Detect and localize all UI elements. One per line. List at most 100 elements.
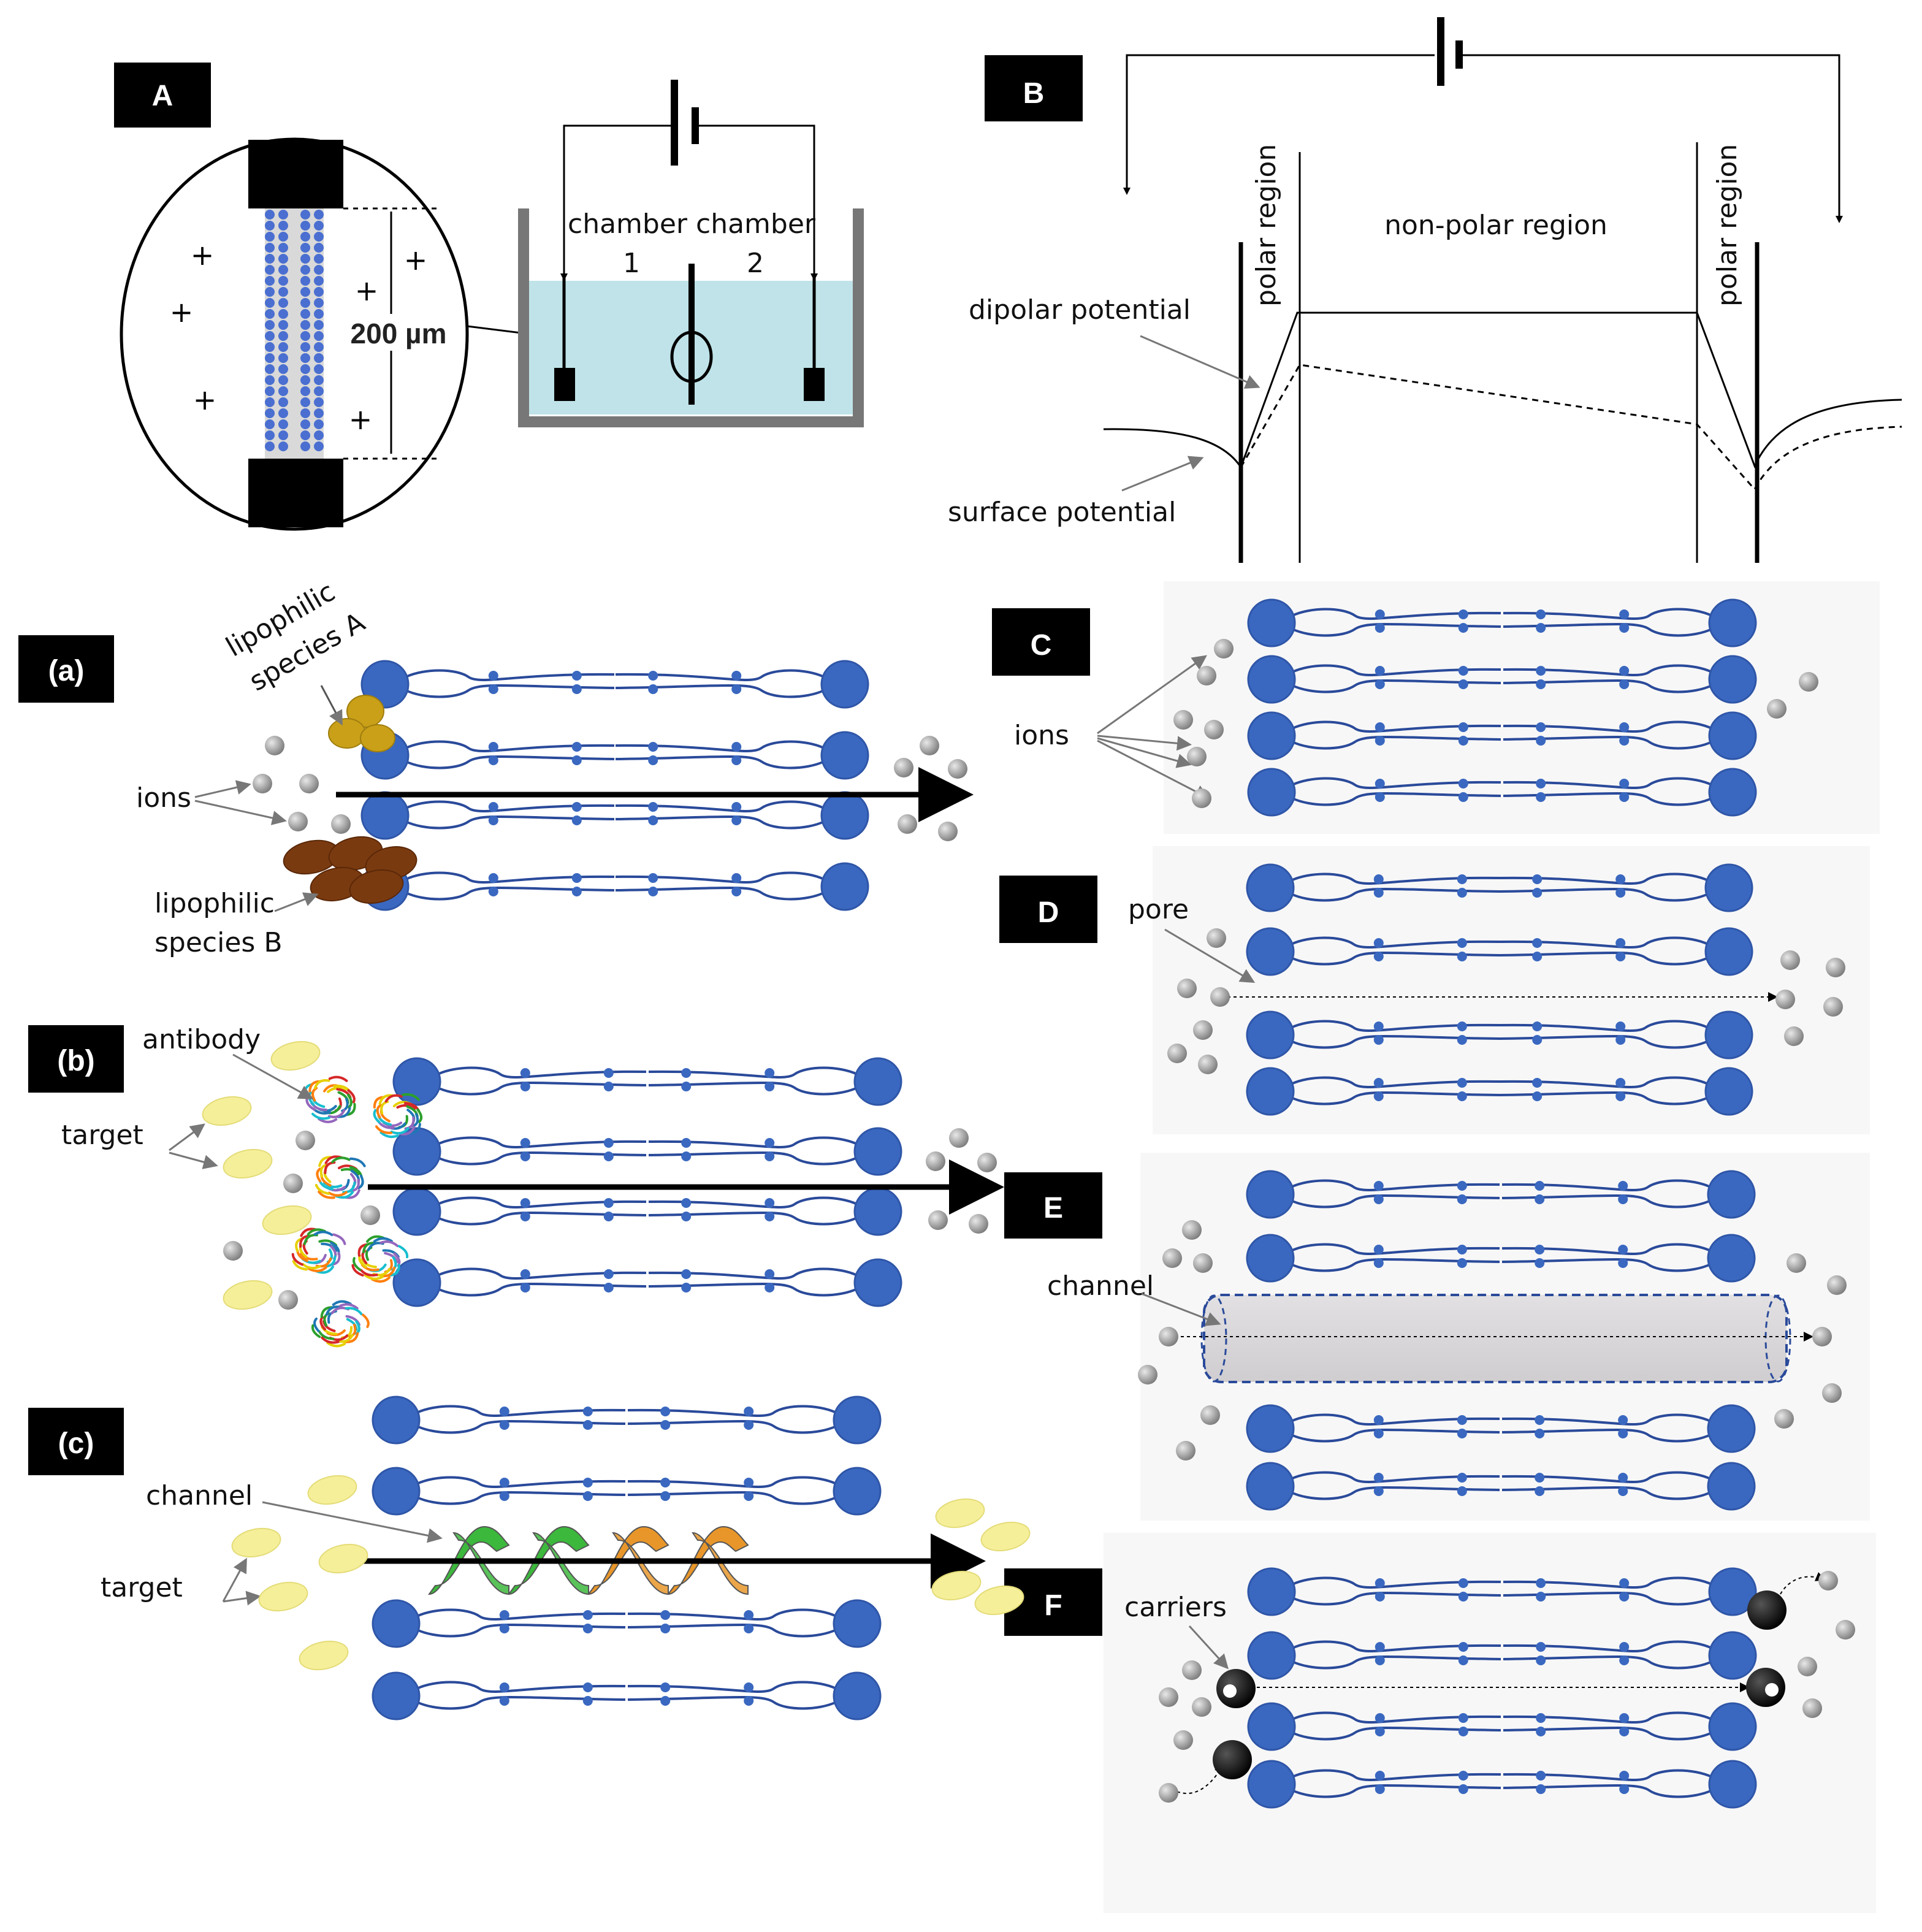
lipid-tail-joint (1536, 1578, 1546, 1588)
lipid-molecule (1499, 1010, 1753, 1060)
lipid-molecule (1501, 1404, 1756, 1453)
lipid-head (853, 1187, 902, 1236)
ion (1826, 958, 1845, 977)
lipid-molecule (360, 731, 615, 780)
carriers-label: carriers (1124, 1592, 1227, 1623)
lipid-tail (437, 1282, 647, 1297)
lipid-tail-joint (681, 1283, 692, 1292)
lipid-tail-joint (571, 755, 582, 765)
lipid-molecule (372, 1599, 626, 1648)
ion (1774, 1409, 1794, 1429)
lipid-molecule (615, 791, 869, 840)
lipid-molecule (1503, 711, 1757, 760)
lipid-head (1707, 1404, 1756, 1453)
total-potential-curve (1103, 311, 1902, 470)
target-pointer (222, 1557, 247, 1602)
lipid-molecule (648, 1258, 902, 1307)
lipid-tail-joint (1457, 1021, 1467, 1031)
target-pointer (223, 1590, 261, 1606)
panel-c: (c) channel target (28, 1408, 986, 1606)
lipid-tail-joint (1375, 609, 1385, 619)
panel-A: A 200 µm + + + + + + cha (114, 63, 864, 531)
plus-charge: + (191, 239, 215, 272)
antibody-strand (299, 1234, 310, 1248)
lipid-molecule (1501, 1462, 1756, 1511)
antibody-strand (349, 1157, 366, 1167)
antibody-strand (371, 1276, 391, 1283)
head-dot (278, 232, 288, 242)
lipid-tail-joint (1373, 952, 1384, 961)
ion (1187, 747, 1207, 766)
antibody-strand (302, 1263, 321, 1270)
lipid-molecule (1247, 1631, 1501, 1680)
plus-charge: + (170, 296, 194, 329)
ion (1818, 1571, 1838, 1590)
lipid-tail (416, 1476, 626, 1488)
lipid-tail-joint (1619, 1655, 1630, 1665)
lipid-tail-joint (1458, 736, 1468, 746)
lipid-tail (1292, 1640, 1501, 1652)
antibody-strand (311, 1112, 330, 1120)
head-dot (314, 243, 324, 253)
ion (283, 1174, 303, 1193)
lipid-tail-joint (603, 1138, 614, 1148)
lipid-tail-joint (603, 1151, 614, 1161)
chamber-2-number: 2 (747, 248, 764, 279)
antibody-strand (359, 1269, 378, 1277)
target-molecule (974, 1585, 1024, 1616)
panel-tag-D-box (999, 876, 1097, 943)
antibody-strand (292, 1260, 308, 1271)
lipid-tail-joint (744, 1624, 754, 1633)
lipid-tail (627, 1623, 837, 1638)
lipid-molecule (648, 1127, 902, 1176)
antibody-strand (341, 1098, 349, 1112)
lipid-tail (1291, 1243, 1500, 1255)
lipid-tail-joint (1373, 1035, 1384, 1045)
lipid-molecule (1247, 598, 1501, 647)
electrode-2 (804, 368, 825, 401)
lipid-tail (1501, 1243, 1711, 1255)
lipid-tail-joint (744, 1696, 754, 1706)
ion (1193, 1020, 1213, 1040)
bilayer (1246, 863, 1753, 1116)
head-dot (265, 221, 275, 231)
lipid-head (1708, 1567, 1757, 1616)
lipid-molecule (1246, 1462, 1500, 1511)
head-dot (300, 419, 310, 429)
lipid-tail-joint (571, 802, 582, 812)
head-dot (278, 419, 288, 429)
lipid-tail-joint (1373, 1091, 1384, 1101)
head-dot (265, 243, 275, 253)
lipid-tail (437, 1081, 647, 1096)
lipid-tail-joint (731, 684, 742, 694)
ion (1159, 1327, 1178, 1346)
lipid-molecule (1503, 598, 1757, 647)
ion (920, 736, 939, 755)
lipid-tail-joint (1532, 1091, 1543, 1101)
lipid-molecule (1499, 927, 1753, 976)
lipid-tail (1292, 1711, 1501, 1724)
lipid-tail-joint (1536, 623, 1546, 633)
bilayer (1247, 598, 1757, 817)
lipid-tail-joint (1375, 1771, 1385, 1781)
lipid-head (1247, 655, 1296, 704)
dipolar-pointer (1140, 335, 1260, 389)
lipid-tail-joint (1373, 1194, 1384, 1204)
lipid-tail-joint (1458, 679, 1468, 689)
lipid-head (1704, 927, 1753, 976)
lipid-tail-joint (1619, 1578, 1630, 1588)
lipid-tail-joint (1615, 1021, 1626, 1031)
ion (360, 1205, 380, 1225)
lipid-tail-joint (1375, 736, 1385, 746)
lipid-tail-joint (1536, 1655, 1546, 1665)
lipid-tail (416, 1491, 626, 1505)
lipid-tail-joint (765, 1269, 775, 1279)
antibody-strand (328, 1075, 348, 1082)
chamber-1-number: 1 (623, 248, 640, 279)
lipid-molecule (372, 1467, 626, 1516)
lipid-tail-joint (520, 1283, 530, 1292)
head-dot (278, 375, 288, 385)
lipid-head (1708, 1702, 1757, 1751)
panel-D: D pore (999, 876, 1778, 1002)
head-dot (278, 320, 288, 330)
